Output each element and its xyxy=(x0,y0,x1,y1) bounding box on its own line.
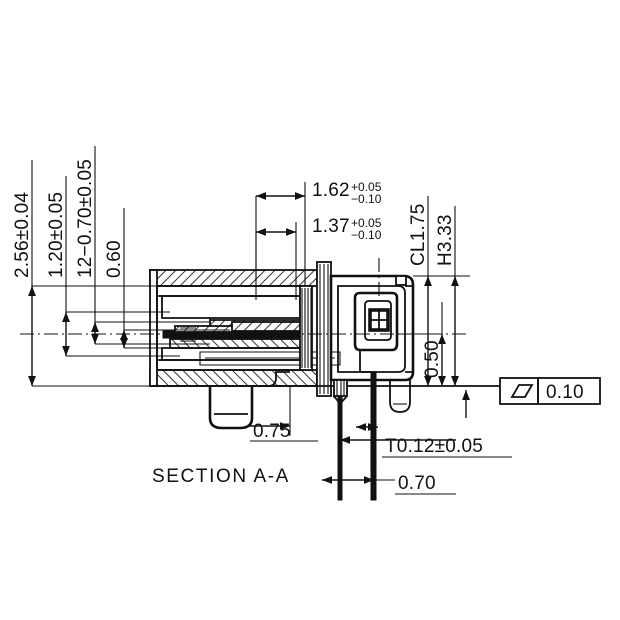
right-dimension-group: CL1.75 H3.33 0.50 xyxy=(398,196,470,387)
dimension-label-1_37-plus: +0.05 xyxy=(351,216,382,230)
retention-foot xyxy=(389,380,411,413)
contact-recess-outer xyxy=(353,291,399,352)
left-dimension-group: 2.56±0.04 1.20±0.05 12−0.70±0.05 0.60 xyxy=(12,146,230,387)
dimension-label-0_70: 0.70 xyxy=(398,473,436,494)
dimension-label-2_56: 2.56±0.04 xyxy=(12,192,33,278)
dimension-label-t0_12: T0.12±0.05 xyxy=(385,436,483,457)
dimension-label-0_60: 0.60 xyxy=(104,240,125,278)
dimension-label-1_62-plus: +0.05 xyxy=(351,180,382,194)
barrel-right-ribs xyxy=(301,288,312,368)
shell-bottom-wall xyxy=(149,369,318,387)
contact-recess-inner xyxy=(364,300,392,341)
shell-top-wall xyxy=(149,269,318,287)
dimension-label-1_37-base: 1.37 xyxy=(312,216,350,237)
dimension-label-h3_33: H3.33 xyxy=(435,214,456,266)
lower-sleeve-step xyxy=(199,351,341,366)
barrel-right-wall xyxy=(299,285,313,371)
dimension-label-1_62-base: 1.62 xyxy=(312,180,350,201)
fcf-symbol-cell xyxy=(499,377,539,405)
fcf-tolerance-value: 0.10 xyxy=(546,382,584,403)
right-angle-housing-outer xyxy=(329,274,415,382)
dimension-label-12-0_70: 12−0.70±0.05 xyxy=(75,159,96,278)
signal-pin xyxy=(370,371,377,501)
center-pin-hatch-mid xyxy=(231,321,311,332)
dimension-label-1_37: 1.37 +0.05 −0.10 xyxy=(312,216,382,242)
dimension-label-cl1_75: CL1.75 xyxy=(408,204,429,266)
shell-left-face xyxy=(149,269,158,387)
section-title: SECTION A-A xyxy=(152,466,290,487)
spring-finger-lines xyxy=(180,327,196,342)
transition-plate-ribs xyxy=(319,264,329,394)
housing-top-tab xyxy=(395,275,407,286)
connector-section-geometry xyxy=(20,258,500,501)
dimension-label-1_20: 1.20±0.05 xyxy=(46,192,67,278)
dimension-label-1_62-minus: −0.10 xyxy=(351,192,382,206)
dimension-label-1_37-minus: −0.10 xyxy=(351,228,382,242)
upper-inner-sleeve xyxy=(161,295,301,319)
dimension-label-0_75: 0.75 xyxy=(253,421,291,442)
dimension-label-1_62: 1.62 +0.05 −0.10 xyxy=(312,180,382,206)
mounting-post xyxy=(208,386,254,430)
center-pin-hatch-upper xyxy=(174,325,236,333)
top-dimension-group: 1.62 +0.05 −0.10 1.37 +0.05 −0.10 xyxy=(255,180,382,300)
parallelogram-parallelism-icon xyxy=(510,384,534,398)
feature-control-frame: 0.10 xyxy=(499,377,601,405)
right-angle-housing-inner xyxy=(337,285,406,373)
fcf-value-cell xyxy=(537,377,601,405)
ground-leg-ribs xyxy=(336,380,345,396)
dimension-label-0_50: 0.50 xyxy=(422,340,443,378)
housing-right-flange xyxy=(405,285,414,373)
bottom-dimension-group: 0.75 T0.12±0.05 0.70 xyxy=(250,386,512,495)
